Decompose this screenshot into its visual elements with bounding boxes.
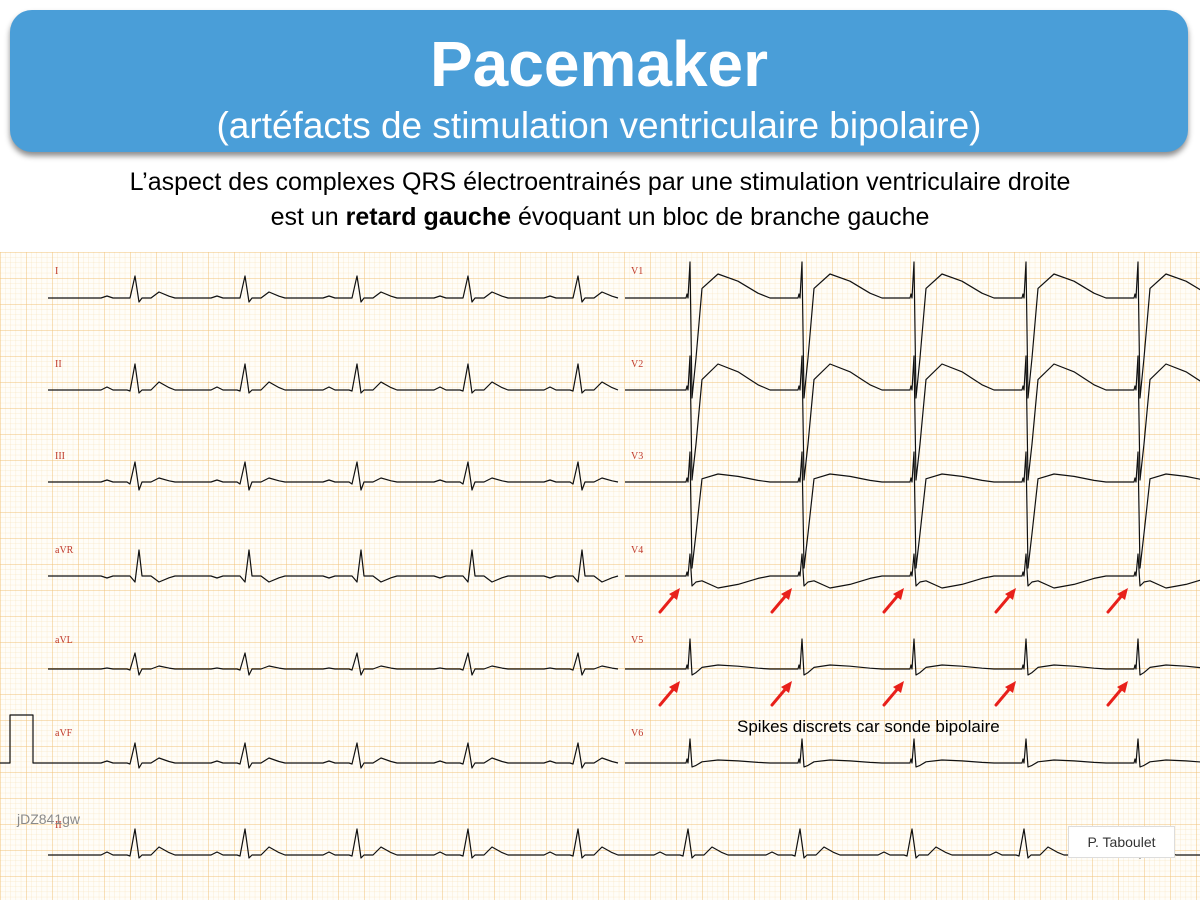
ecg-trace-V5 <box>625 638 1200 676</box>
lead-label-left: III <box>55 451 65 462</box>
lead-label-left: aVF <box>55 728 73 739</box>
lead-label-left: II <box>55 359 62 370</box>
ecg-trace-V2 <box>625 355 1200 481</box>
pacing-spike-arrow <box>882 681 904 707</box>
pacing-spike-arrow <box>1106 681 1128 707</box>
pacing-spike-arrow <box>770 681 792 707</box>
caption-line-1: L’aspect des complexes QRS électroentrai… <box>129 168 1071 196</box>
caption-suffix: évoquant un bloc de branche gauche <box>511 203 930 231</box>
title-banner: Pacemaker (artéfacts de stimulation vent… <box>10 10 1188 152</box>
caption-prefix: est un <box>270 203 346 231</box>
lead-label-right: V2 <box>631 359 643 370</box>
caption-line-2: est un retard gauche évoquant un bloc de… <box>0 200 1200 235</box>
lead-label-right: V4 <box>631 545 643 556</box>
pacing-spike-arrow <box>770 588 792 614</box>
pacing-spike-arrow <box>1106 588 1128 614</box>
caption: L’aspect des complexes QRS électroentrai… <box>0 165 1200 235</box>
pacing-spike-arrow <box>658 588 680 614</box>
lead-label-right: V1 <box>631 266 643 277</box>
lead-label-left: aVL <box>55 635 73 646</box>
pacing-spike-arrow <box>882 588 904 614</box>
pacing-spike-arrow <box>658 681 680 707</box>
ecg-trace-I <box>48 275 619 303</box>
lead-label-right: V5 <box>631 635 643 646</box>
ecg-trace-aVF <box>0 714 619 769</box>
slide-subtitle: (artéfacts de stimulation ventriculaire … <box>216 105 982 146</box>
ecg-trace-V4 <box>625 553 1200 589</box>
slide-title: Pacemaker <box>429 28 769 100</box>
ecg-trace-V3 <box>625 451 1200 569</box>
ecg-trace-III <box>48 461 619 491</box>
watermark: jDZ841gw <box>17 811 81 827</box>
ecg-trace-II <box>48 363 619 394</box>
lead-label-left: II <box>55 820 62 831</box>
credit-label: P. Taboulet <box>1068 826 1175 858</box>
caption-bold: retard gauche <box>345 203 511 231</box>
lead-label-left: aVR <box>55 545 74 556</box>
ecg-trace-V6 <box>625 738 1200 768</box>
lead-label-right: V6 <box>631 728 643 739</box>
ecg-trace-rhythm-strip <box>48 828 1200 859</box>
ecg-trace-aVR <box>48 549 619 583</box>
ecg-trace-aVL <box>48 652 619 676</box>
ecg-trace-V1 <box>625 261 1200 399</box>
lead-label-left: I <box>55 266 58 277</box>
pacing-spike-arrow <box>994 588 1016 614</box>
lead-label-right: V3 <box>631 451 643 462</box>
pacing-spike-arrow <box>994 681 1016 707</box>
spike-annotation: Spikes discrets car sonde bipolaire <box>737 717 1000 736</box>
